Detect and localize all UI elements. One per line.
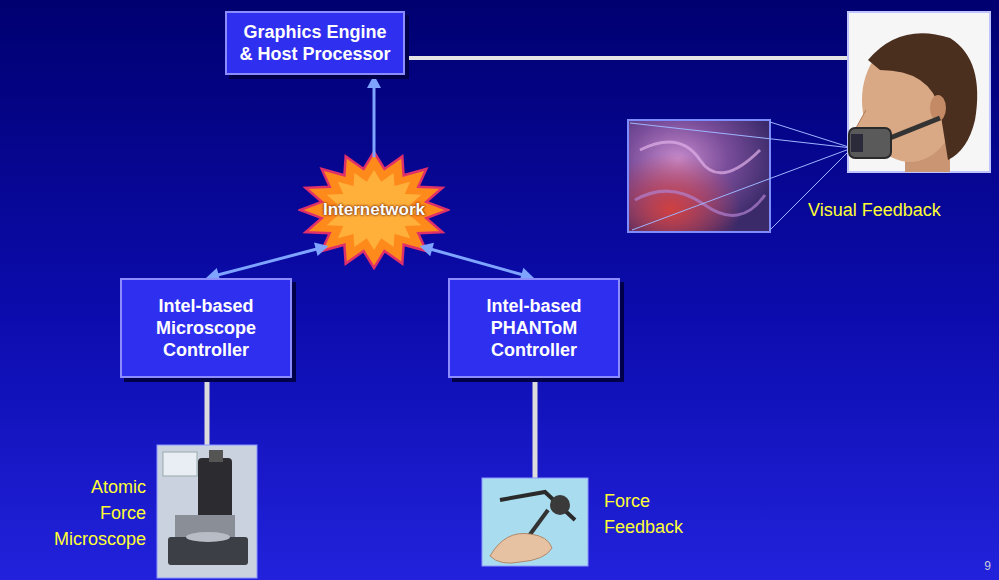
microscope-cable [205,370,210,446]
microscope-lens [209,450,223,462]
phantom-arm [500,492,575,520]
link-line [373,86,376,157]
node-text: Intel-based Microscope Controller [144,295,268,361]
hand [490,533,552,563]
network-starburst: Internetwork [298,150,450,270]
surface-ridge [635,191,765,215]
network-link [420,243,534,281]
goggle-lens [851,134,863,152]
host-processor-box: Graphics Engine & Host Processor [225,11,405,75]
goggles [849,128,891,158]
controller-box: Intel-based PHANToM Controller [448,278,620,378]
phantom-cable [533,370,538,479]
surface-highlight [629,121,769,231]
surface-ridge [640,142,760,173]
photo-frame [157,445,257,578]
device-caption: Atomic Force Microscope [46,474,146,552]
arrowhead [420,243,434,256]
sight-line [770,122,852,148]
network-link [367,75,381,157]
node-text: Internetwork [323,199,425,221]
link-line [430,249,523,275]
microscope-photo [157,445,257,578]
feedback-caption: Force Feedback [604,488,696,540]
starburst-outline [300,152,448,268]
network-link [206,243,328,282]
link-line [217,249,318,275]
node-text: Intel-based PHANToM Controller [472,295,596,361]
microscope-tag [163,452,197,476]
starburst-core [323,170,425,250]
page-number: 9 [984,555,991,577]
user-portrait [848,12,990,180]
phantom-photo [482,478,588,566]
feedback-caption: Visual Feedback [808,199,941,221]
photo-frame [482,478,588,566]
portrait-frame [848,12,990,172]
phantom-joint [550,495,570,515]
display-cable [396,56,848,60]
arrowhead [314,243,328,257]
arrowhead [367,75,381,88]
node-text: Graphics Engine & Host Processor [235,21,395,65]
goggle-strap [885,118,940,140]
controller-box: Intel-based Microscope Controller [120,278,292,378]
microscope-stage [186,532,230,542]
sight-line [630,123,852,148]
